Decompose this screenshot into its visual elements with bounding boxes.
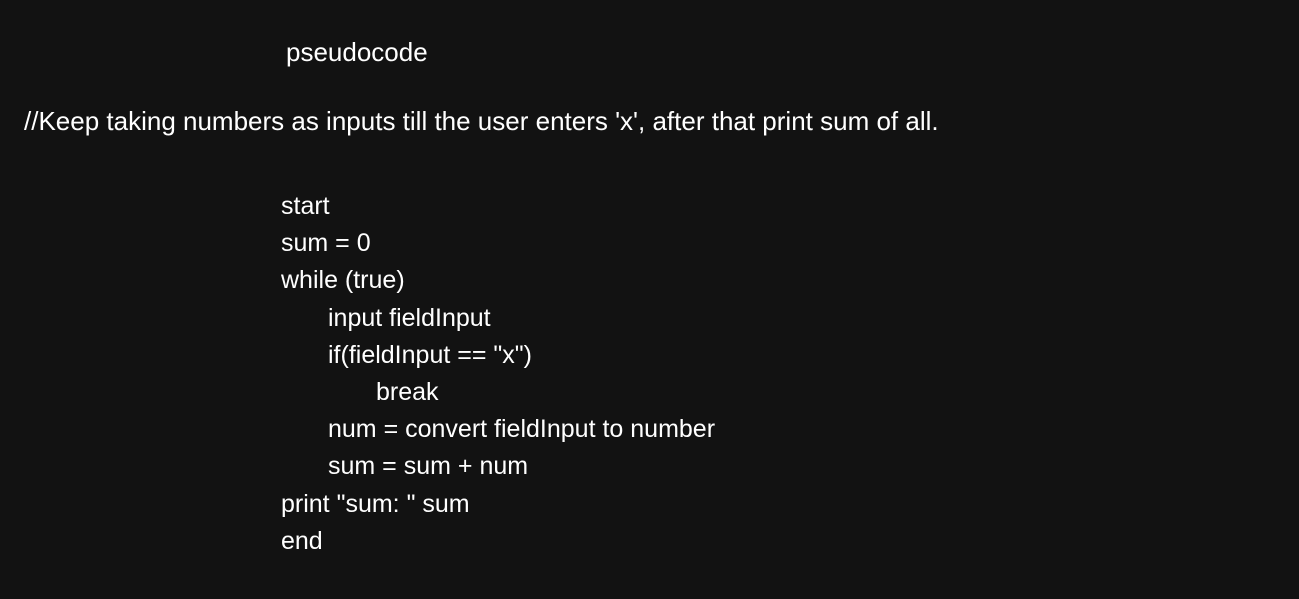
code-line: break: [376, 377, 439, 406]
code-line: while (true): [281, 266, 405, 295]
code-line: start: [281, 192, 330, 220]
code-line: sum = 0: [281, 229, 371, 258]
code-comment: //Keep taking numbers as inputs till the…: [24, 106, 939, 136]
code-line: sum = sum + num: [328, 452, 529, 481]
code-line: num = convert fieldInput to number: [328, 415, 716, 444]
code-line: input fieldInput: [328, 303, 491, 332]
code-line: print "sum: " sum: [281, 489, 470, 518]
page-title: pseudocode: [286, 37, 428, 67]
code-line: if(fieldInput == "x"): [328, 340, 532, 369]
code-line: end: [281, 526, 323, 555]
pseudocode-block: start sum = 0 while (true) input fieldIn…: [281, 188, 715, 560]
